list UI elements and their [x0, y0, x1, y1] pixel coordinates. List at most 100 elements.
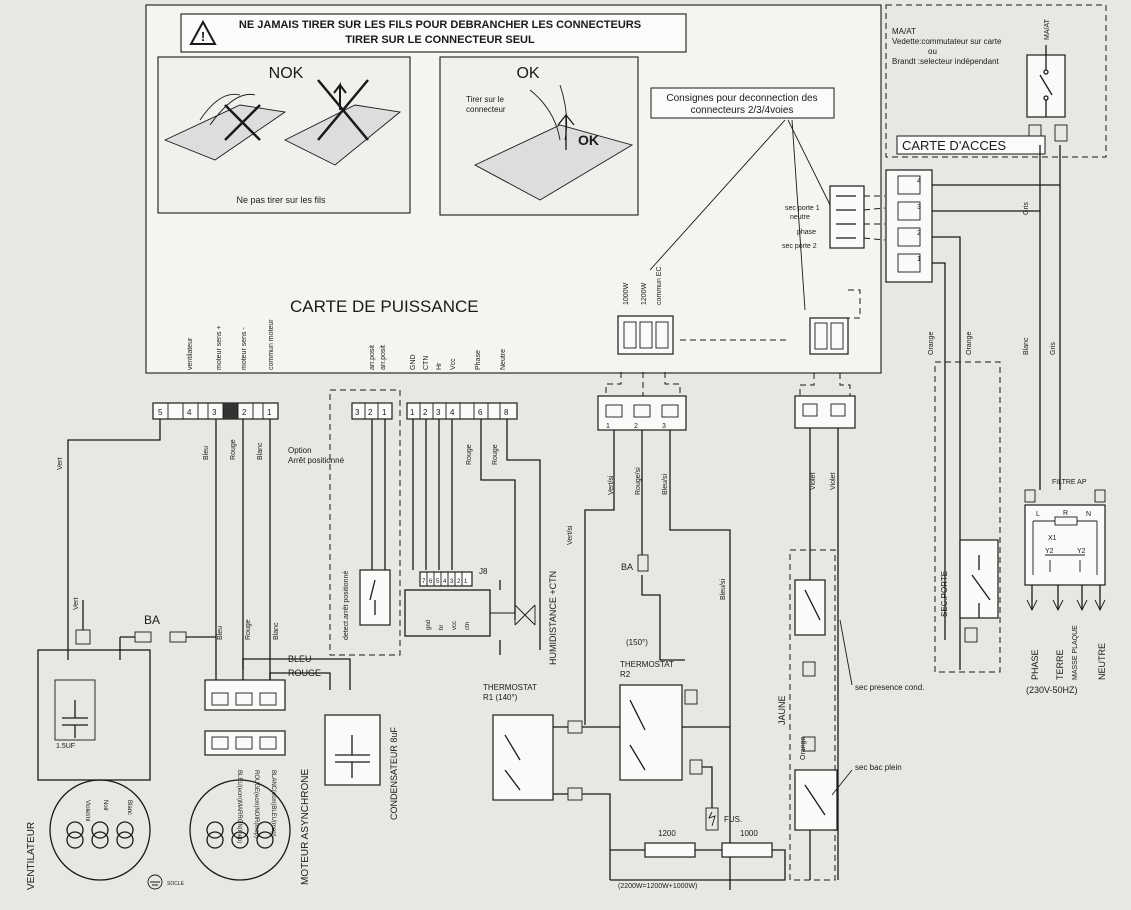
warning-line2: TIRER SUR LE CONNECTEUR SEUL — [345, 34, 535, 46]
nok-label: NOK — [269, 65, 304, 82]
vert-label: Vert — [57, 457, 64, 470]
svg-text:3: 3 — [355, 408, 360, 417]
detect-arret-label: detect.arrêt positionné — [343, 571, 350, 640]
svg-text:arr.posit: arr.posit — [380, 345, 387, 370]
svg-text:Blanc: Blanc — [273, 622, 280, 640]
svg-text:2: 2 — [423, 408, 428, 417]
four-way-connector — [829, 185, 865, 249]
ok-arrow-label: OK — [578, 132, 599, 148]
svg-text:4: 4 — [917, 178, 921, 185]
jaune-frame — [789, 549, 836, 881]
svg-text:Rouge: Rouge — [230, 439, 237, 460]
svg-text:1: 1 — [267, 408, 272, 417]
fan-motor-icon — [49, 779, 151, 881]
option-line2: Arrêt positionné — [288, 456, 345, 465]
svg-text:2: 2 — [634, 423, 638, 430]
moteur-asynchrone-icon — [189, 779, 291, 881]
svg-text:3: 3 — [917, 204, 921, 211]
svg-text:commun EC: commun EC — [656, 266, 663, 305]
svg-text:Phase: Phase — [475, 350, 482, 370]
svg-text:1: 1 — [917, 256, 921, 263]
svg-text:X1: X1 — [1048, 535, 1057, 542]
svg-text:4: 4 — [443, 579, 447, 585]
svg-text:Rouge: Rouge — [466, 444, 473, 465]
svg-text:R: R — [1063, 510, 1068, 517]
voltage-label: (230V-50HZ) — [1026, 685, 1078, 695]
svg-text:gnd: gnd — [426, 620, 432, 630]
motor-terminal-block-2 — [204, 730, 286, 756]
svg-text:Orange: Orange — [800, 737, 807, 760]
neutre-label: neutre — [790, 214, 810, 221]
ok-arrow-icon — [557, 113, 575, 150]
sec-porte2-label: sec porte 2 — [782, 243, 817, 250]
maat-frame — [885, 4, 1107, 158]
ba2-label: BA — [621, 562, 633, 572]
svg-text:Blanc: Blanc — [1023, 337, 1030, 355]
svg-text:ventilateur: ventilateur — [187, 337, 194, 370]
svg-text:Vert/si: Vert/si — [608, 475, 615, 495]
r1000-label: 1000 — [740, 829, 758, 838]
detect-arret-switch — [359, 569, 391, 626]
svg-text:Bleu: Bleu — [203, 446, 210, 460]
svg-text:4: 4 — [187, 408, 192, 417]
svg-text:Hr: Hr — [436, 362, 443, 370]
fan-motor-wires — [67, 419, 271, 680]
masse-label: MASSE PLAQUE — [1072, 625, 1079, 680]
humidistance-label: HUMIDISTANCE +CTN — [548, 571, 558, 665]
r1200-label: 1200 — [658, 829, 676, 838]
resistor-1000-icon — [721, 842, 773, 858]
terre-label: TERRE — [1055, 649, 1065, 680]
ctn-connector — [406, 402, 518, 420]
ok-label: OK — [516, 65, 539, 82]
moteur-label: MOTEUR ASYNCHRONE — [300, 769, 311, 885]
svg-text:Blanc: Blanc — [126, 800, 132, 815]
svg-text:3: 3 — [450, 579, 454, 585]
svg-text:Rouge/si: Rouge/si — [635, 467, 642, 495]
svg-text:2: 2 — [917, 230, 921, 237]
svg-text:Orange: Orange — [966, 332, 973, 355]
terminal-arrows-icon — [1026, 599, 1106, 612]
sec-porte-switch — [959, 539, 999, 619]
svg-text:1200W: 1200W — [641, 282, 648, 305]
svg-text:2: 2 — [368, 408, 373, 417]
svg-text:1: 1 — [382, 408, 387, 417]
svg-text:Rouge: Rouge — [492, 444, 499, 465]
fuse-label: FUS. — [724, 815, 742, 824]
neutre-big-label: NEUTRE — [1097, 643, 1107, 680]
svg-text:!: ! — [201, 29, 205, 44]
phase-small-label: phase — [797, 229, 816, 236]
nok-photo-illustration — [163, 79, 402, 166]
thermostat-r2-line0: (150°) — [626, 638, 648, 647]
sec-porte-label: SEC.PORTE — [940, 571, 949, 617]
thermostat-r1-line2: R1 (140°) — [483, 693, 518, 702]
svg-text:1: 1 — [606, 423, 610, 430]
motor-terminal-block-1 — [204, 679, 286, 711]
maat-line2: Vedette:commutateur sur carte — [892, 37, 1002, 46]
condensateur-label: CONDENSATEUR 8uF — [389, 727, 399, 820]
fan-capacitor-icon — [54, 679, 96, 741]
ne-pas-tirer-label: Ne pas tirer sur les fils — [236, 195, 326, 205]
svg-text:5: 5 — [436, 579, 440, 585]
svg-text:Bleu: Bleu — [217, 626, 224, 640]
svg-text:4: 4 — [450, 408, 455, 417]
svg-text:moteur sens -: moteur sens - — [241, 327, 248, 370]
cond-connector — [794, 395, 856, 429]
svg-text:Neutre: Neutre — [500, 349, 507, 370]
ba1-label: BA — [144, 613, 160, 627]
tirer-line2: connecteur — [466, 105, 506, 114]
svg-text:Rouge: Rouge — [245, 619, 252, 640]
ok-photo-illustration — [474, 84, 634, 201]
svg-text:Bleu/si: Bleu/si — [662, 474, 669, 495]
consignes-line2: connecteurs 2/3/4voies — [691, 105, 794, 116]
j8-connector — [419, 571, 473, 587]
board-pin-labels: ventilateur moteur sens + moteur sens - … — [187, 266, 663, 370]
sec-presence-switch — [794, 579, 826, 636]
svg-text:Gris: Gris — [1050, 342, 1057, 355]
sec-porte1-label: sec porte 1 — [785, 205, 820, 212]
warning-triangle-icon: ! — [189, 19, 217, 45]
humidistance-box — [404, 589, 491, 637]
sec-porte-frame — [934, 361, 1001, 673]
right-wires — [932, 185, 1061, 670]
fan-coils-icon — [66, 821, 134, 849]
